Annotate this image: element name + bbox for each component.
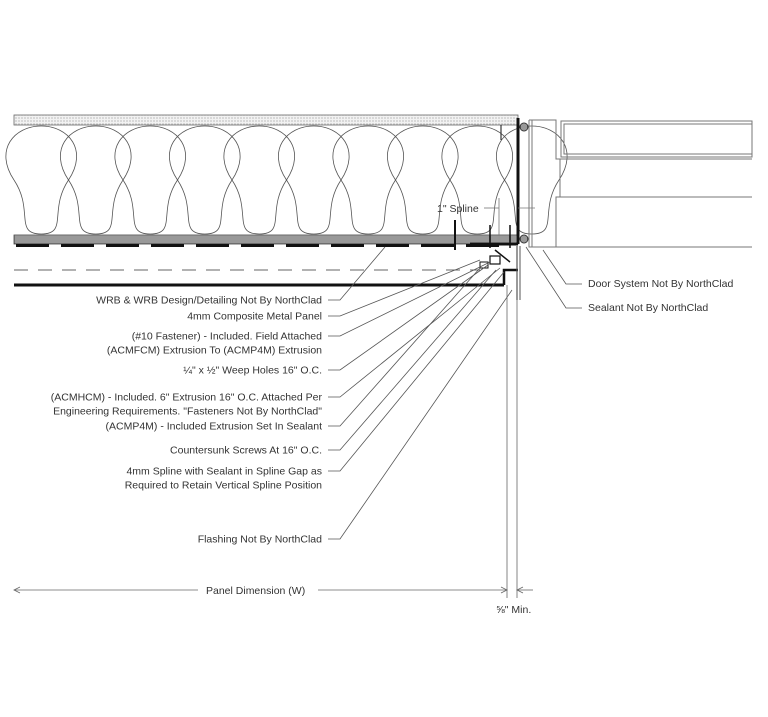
callout-left: (ACMHCM) - Included. 6" Extrusion 16" O.… xyxy=(51,267,501,418)
bottom-sheathing xyxy=(13,234,519,245)
wrb-dash xyxy=(151,244,184,247)
callout-left: Flashing Not By NorthClad xyxy=(198,289,513,546)
wrb-dash xyxy=(61,244,94,247)
spline-dimension-label: 1" Spline xyxy=(437,203,479,215)
callout-left: ¼" x ½" Weep Holes 16" O.C. xyxy=(183,264,489,377)
min-dimension-label: ⅝" Min. xyxy=(496,604,531,616)
insulation-loop xyxy=(177,179,233,235)
panel-dimension-label: Panel Dimension (W) xyxy=(206,585,305,597)
leader-line xyxy=(328,259,481,317)
callout-text: (ACMP4M) - Included Extrusion Set In Sea… xyxy=(105,421,322,433)
insulation-loop xyxy=(13,179,69,235)
callout-left: (ACMP4M) - Included Extrusion Set In Sea… xyxy=(105,267,481,433)
insulation-loop xyxy=(395,179,451,235)
insulation-loop xyxy=(278,125,350,181)
leader-line xyxy=(328,267,481,427)
leader-line xyxy=(328,261,491,337)
leader-line xyxy=(328,271,505,472)
insulation-loop xyxy=(68,179,124,235)
insulation-loop xyxy=(332,125,404,181)
door-frame xyxy=(528,119,753,248)
callout-text: (#10 Fastener) - Included. Field Attache… xyxy=(132,331,322,343)
dimension-lines xyxy=(13,285,533,598)
insulation-loop xyxy=(5,125,77,181)
leader-line xyxy=(328,269,497,451)
callout-text: Engineering Requirements. "Fasteners Not… xyxy=(53,406,322,418)
spline-dimension xyxy=(484,198,535,240)
insulation-loop xyxy=(286,179,342,235)
insulation-loop xyxy=(441,125,513,181)
callout-text: (ACMFCM) Extrusion To (ACMP4M) Extrusion xyxy=(107,345,322,357)
insulation-loop xyxy=(60,125,132,181)
wrb-dash xyxy=(196,244,229,247)
leader-sealant xyxy=(525,246,582,309)
sealant-bead-bottom xyxy=(519,234,529,244)
insulation-loop xyxy=(231,179,287,235)
insulation-loop xyxy=(387,125,459,181)
sealant-bead-top xyxy=(519,122,529,132)
callout-text: 4mm Composite Metal Panel xyxy=(187,311,322,323)
wrb-strip xyxy=(16,244,499,247)
wrb-dash xyxy=(16,244,49,247)
insulation-batt xyxy=(5,125,568,235)
insulation-loop xyxy=(340,179,396,235)
leader-line xyxy=(328,267,501,398)
insulation-loop xyxy=(449,179,505,235)
callout-text: Required to Retain Vertical Spline Posit… xyxy=(125,480,322,492)
wrb-dash xyxy=(241,244,274,247)
insulation-loop xyxy=(122,179,178,235)
leader-line xyxy=(328,289,513,540)
callout-sealant: Sealant Not By NorthClad xyxy=(588,302,708,314)
leader-line xyxy=(328,264,489,371)
wrb-dash xyxy=(421,244,454,247)
wrb-dash xyxy=(331,244,364,247)
wrb-dash xyxy=(106,244,139,247)
callout-text: Countersunk Screws At 16" O.C. xyxy=(170,445,322,457)
callout-text: ¼" x ½" Weep Holes 16" O.C. xyxy=(183,365,322,377)
callout-text: 4mm Spline with Sealant in Spline Gap as xyxy=(126,466,322,478)
insulation-loop xyxy=(169,125,241,181)
left-callouts: WRB & WRB Design/Detailing Not By NorthC… xyxy=(51,246,513,546)
top-sheathing xyxy=(13,114,519,126)
callout-left: Countersunk Screws At 16" O.C. xyxy=(170,269,497,457)
leader-door xyxy=(542,249,582,285)
callout-left: 4mm Composite Metal Panel xyxy=(187,259,481,323)
wrb-dash xyxy=(286,244,319,247)
wrb-dash xyxy=(376,244,409,247)
callout-text: WRB & WRB Design/Detailing Not By NorthC… xyxy=(96,295,322,307)
callout-text: Flashing Not By NorthClad xyxy=(198,534,322,546)
insulation-loop xyxy=(223,125,295,181)
callout-left: WRB & WRB Design/Detailing Not By NorthC… xyxy=(96,246,386,307)
insulation-loop xyxy=(114,125,186,181)
leader-line xyxy=(328,246,386,301)
callout-text: (ACMHCM) - Included. 6" Extrusion 16" O.… xyxy=(51,392,323,404)
callout-door-system: Door System Not By NorthClad xyxy=(588,278,733,290)
callout-left: (#10 Fastener) - Included. Field Attache… xyxy=(107,261,491,357)
callout-left: 4mm Spline with Sealant in Spline Gap as… xyxy=(125,271,505,492)
